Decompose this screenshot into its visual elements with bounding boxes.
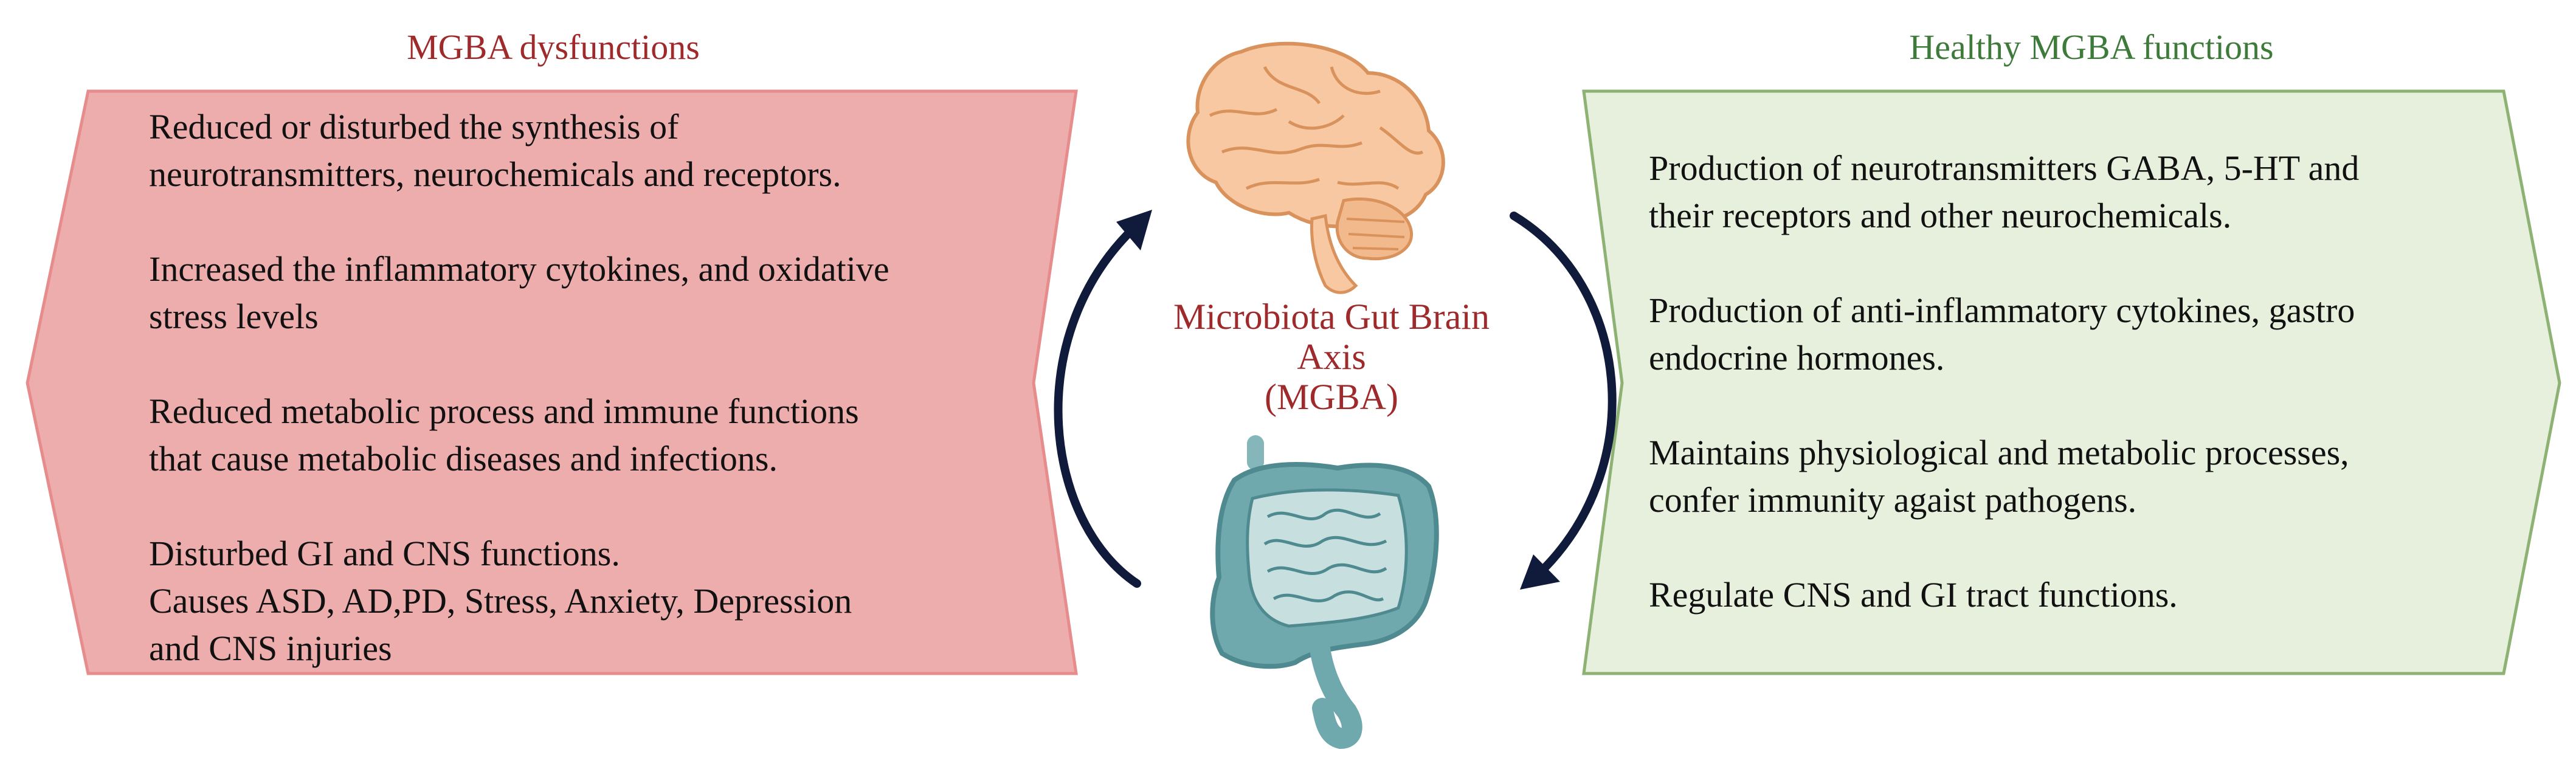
item-line: neurotransmitters, neurochemicals and re… [149, 154, 841, 194]
brain-to-gut-arrow [1510, 212, 1617, 590]
item-line: Maintains physiological and metabolic pr… [1649, 433, 2349, 472]
item-line: their receptors and other neurochemicals… [1649, 196, 2232, 235]
gut-to-brain-arrow [1054, 210, 1152, 588]
healthy-functions-heading: Healthy MGBA functions [1909, 27, 2274, 67]
dysfunction-item: Reduced metabolic process and immune fun… [149, 388, 1049, 483]
item-line: Causes ASD, AD,PD, Stress, Anxiety, Depr… [149, 581, 852, 621]
dysfunctions-panel [26, 89, 1078, 675]
healthy-item: Production of anti-inflammatory cytokine… [1649, 287, 2500, 382]
dysfunction-item: Disturbed GI and CNS functions. Causes A… [149, 530, 1049, 672]
mgba-label-line: Axis [1297, 337, 1366, 377]
item-line: confer immunity agaist pathogens. [1649, 480, 2137, 520]
item-line: Reduced or disturbed the synthesis of [149, 107, 679, 146]
intestine-icon [1210, 435, 1439, 749]
healthy-item: Production of neurotransmitters GABA, 5-… [1649, 145, 2500, 239]
item-line: Reduced metabolic process and immune fun… [149, 391, 859, 431]
brain-icon [1186, 41, 1445, 294]
dysfunction-item: Reduced or disturbed the synthesis of ne… [149, 103, 1049, 198]
mgba-label-line: Microbiota Gut Brain [1173, 297, 1490, 337]
healthy-item: Maintains physiological and metabolic pr… [1649, 429, 2500, 524]
mgba-label-line: (MGBA) [1265, 377, 1398, 417]
item-line: endocrine hormones. [1649, 338, 1945, 377]
healthy-functions-panel [1582, 89, 2561, 675]
item-line: Disturbed GI and CNS functions. [149, 534, 620, 573]
item-line: Regulate CNS and GI tract functions. [1649, 575, 2178, 615]
item-line: Increased the inflammatory cytokines, an… [149, 249, 889, 289]
item-line: stress levels [149, 297, 319, 336]
item-line: Production of neurotransmitters GABA, 5-… [1649, 148, 2360, 188]
item-line: and CNS injuries [149, 629, 392, 668]
mgba-label: Microbiota Gut Brain Axis (MGBA) [1113, 297, 1550, 417]
healthy-functions-list: Production of neurotransmitters GABA, 5-… [1649, 145, 2500, 619]
dysfunctions-heading: MGBA dysfunctions [407, 27, 700, 67]
item-line: Production of anti-inflammatory cytokine… [1649, 291, 2355, 330]
item-line: that cause metabolic diseases and infect… [149, 439, 778, 478]
dysfunctions-list: Reduced or disturbed the synthesis of ne… [149, 103, 1049, 672]
healthy-item: Regulate CNS and GI tract functions. [1649, 571, 2500, 619]
dysfunction-item: Increased the inflammatory cytokines, an… [149, 246, 1049, 340]
